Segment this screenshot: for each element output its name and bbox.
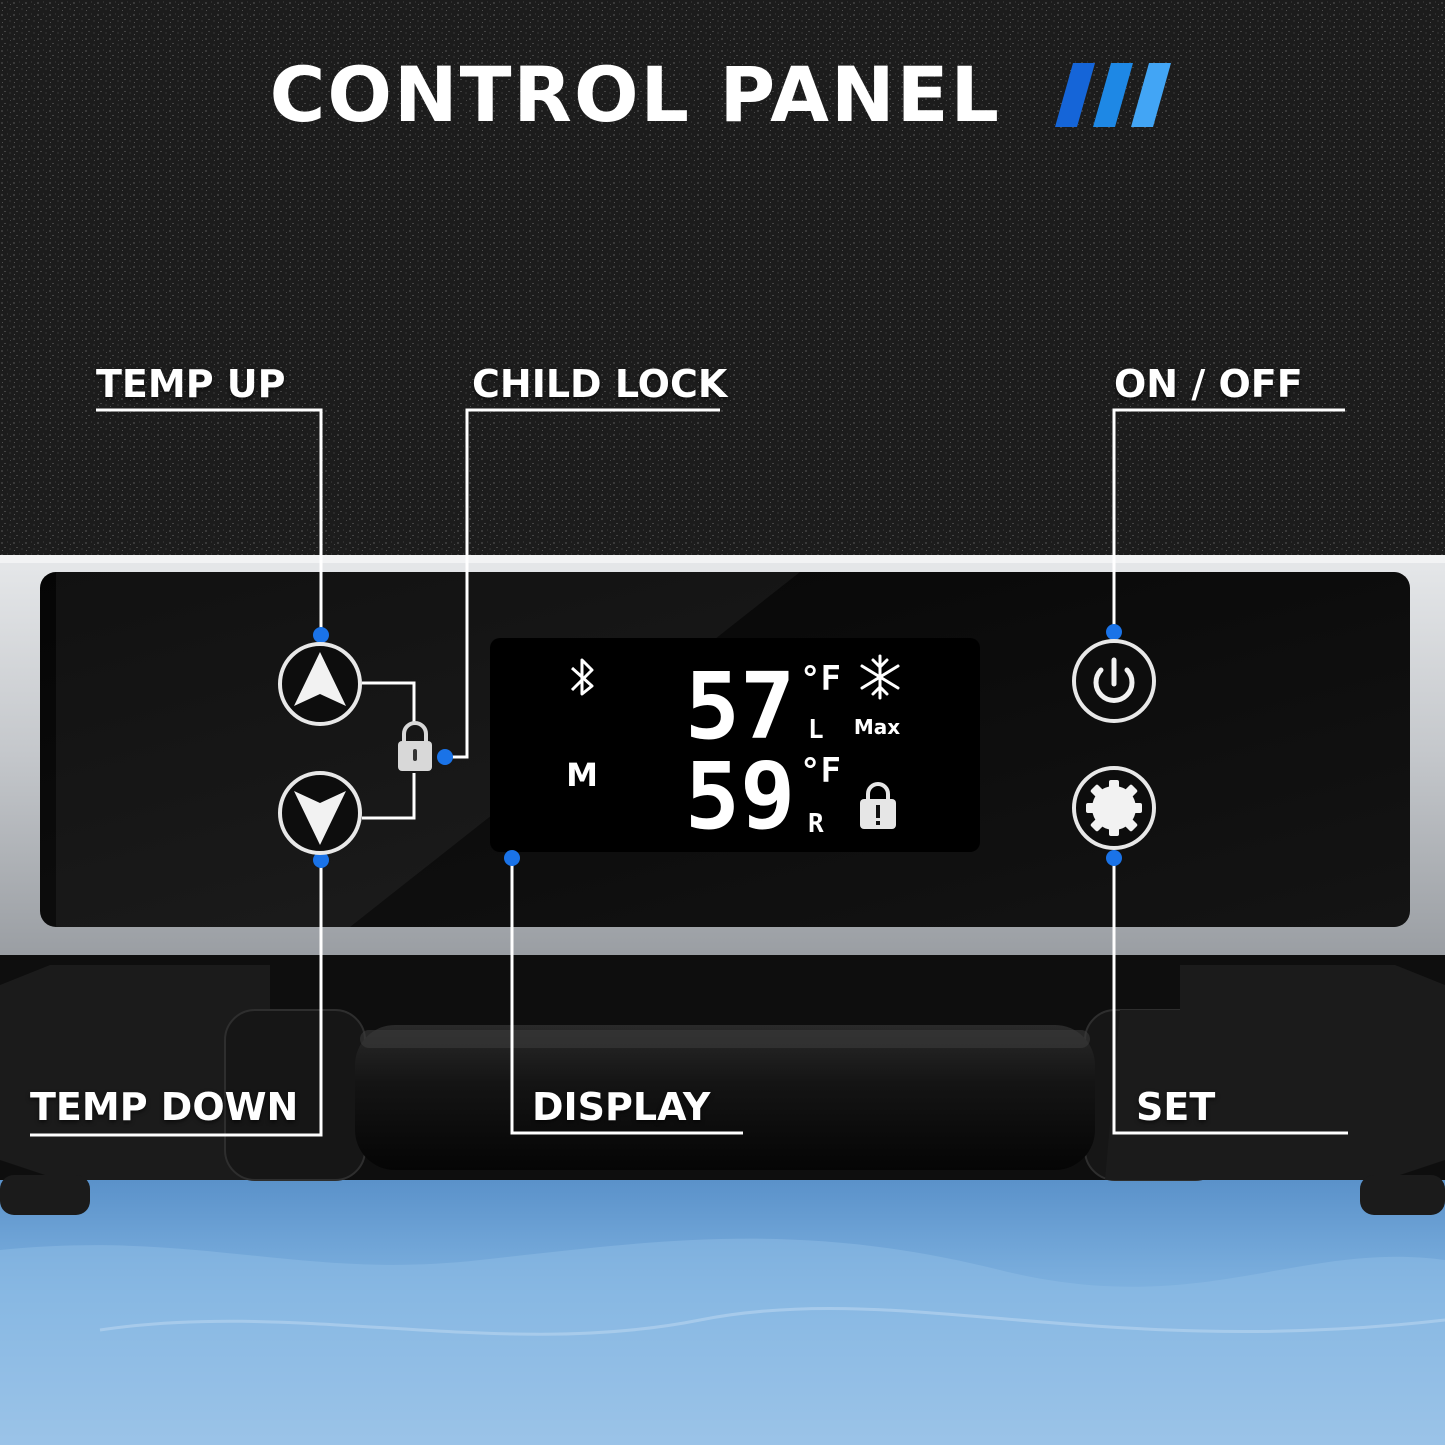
page-title: CONTROL PANEL xyxy=(269,50,1001,139)
lower-temperature: 59 xyxy=(685,743,796,850)
temp-down-button[interactable] xyxy=(278,771,362,855)
lower-zone: R xyxy=(808,809,824,839)
power-button[interactable] xyxy=(1072,639,1156,723)
temp-up-button[interactable] xyxy=(278,642,362,726)
temp-down-label: TEMP DOWN xyxy=(30,1085,299,1129)
accent-stripes-icon xyxy=(1055,63,1172,127)
mode-indicator: M xyxy=(566,756,598,794)
power-icon xyxy=(1093,657,1135,703)
temp-up-label: TEMP UP xyxy=(96,362,286,406)
set-button[interactable] xyxy=(1072,766,1156,850)
up-arrow-icon xyxy=(294,652,346,706)
display-label: DISPLAY xyxy=(532,1085,711,1129)
on-off-label: ON / OFF xyxy=(1114,362,1303,406)
lower-unit: °F xyxy=(800,751,841,791)
child-lock-label: CHILD LOCK xyxy=(472,362,728,406)
padlock-icon xyxy=(402,721,428,742)
snowflake-icon xyxy=(860,654,900,700)
down-arrow-icon xyxy=(294,791,346,845)
upper-temperature: 57 xyxy=(685,653,796,760)
bluetooth-icon xyxy=(570,658,594,696)
upper-zone: L xyxy=(808,715,824,745)
page-title-row: CONTROL PANEL xyxy=(0,40,1445,145)
max-mode-label: Max xyxy=(854,715,900,739)
set-label: SET xyxy=(1136,1085,1216,1129)
child-lock-button[interactable] xyxy=(398,721,432,771)
upper-unit: °F xyxy=(800,659,841,699)
gear-icon xyxy=(1086,780,1142,836)
lock-alert-icon xyxy=(860,782,896,829)
